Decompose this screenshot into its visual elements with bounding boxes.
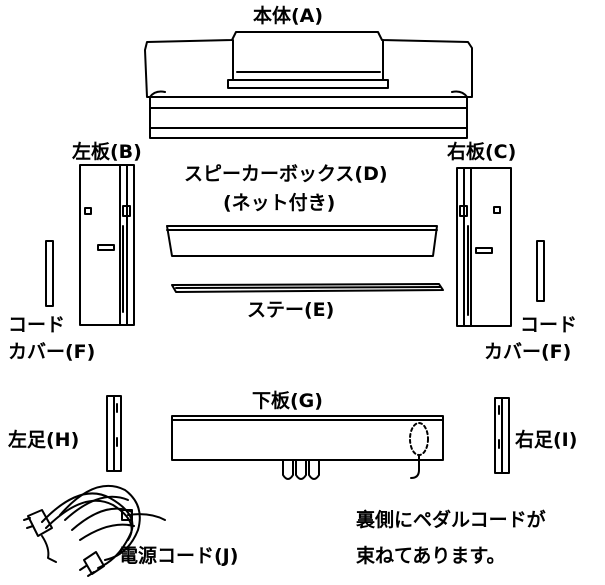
pedal-cord-marker xyxy=(409,422,429,456)
bottom-board-part xyxy=(171,415,444,480)
label-left-panel: 左板(B) xyxy=(72,141,142,163)
left-panel-part xyxy=(79,164,135,326)
label-power-cord: 電源コード(J) xyxy=(119,545,239,567)
label-bottom-board: 下板(G) xyxy=(252,390,323,412)
stay-part xyxy=(171,283,444,293)
body-part xyxy=(144,31,473,139)
label-speaker-box-note: (ネット付き) xyxy=(223,192,336,214)
label-pedal-note-2: 束ねてあります。 xyxy=(356,545,506,567)
label-cord-cover-right-2: カバー(F) xyxy=(484,341,572,363)
label-pedal-note-1: 裏側にペダルコードが xyxy=(356,509,546,531)
power-cord-part xyxy=(23,484,166,577)
pedals xyxy=(282,459,320,480)
cord-cover-right-part xyxy=(536,240,545,302)
label-right-foot: 右足(I) xyxy=(515,429,578,451)
cord-cover-left-part xyxy=(45,240,54,307)
right-panel-part xyxy=(456,167,512,327)
label-cord-cover-left-1: コード xyxy=(8,314,66,336)
right-foot-part xyxy=(494,397,510,474)
label-right-panel: 右板(C) xyxy=(447,141,517,163)
label-body: 本体(A) xyxy=(253,5,324,27)
left-foot-part xyxy=(106,395,122,472)
speaker-box-part xyxy=(166,225,438,257)
label-stay: ステー(E) xyxy=(247,299,335,321)
label-cord-cover-left-2: カバー(F) xyxy=(8,341,96,363)
label-left-foot: 左足(H) xyxy=(8,429,80,451)
label-cord-cover-right-1: コード xyxy=(520,314,578,336)
label-speaker-box: スピーカーボックス(D) xyxy=(184,163,388,185)
